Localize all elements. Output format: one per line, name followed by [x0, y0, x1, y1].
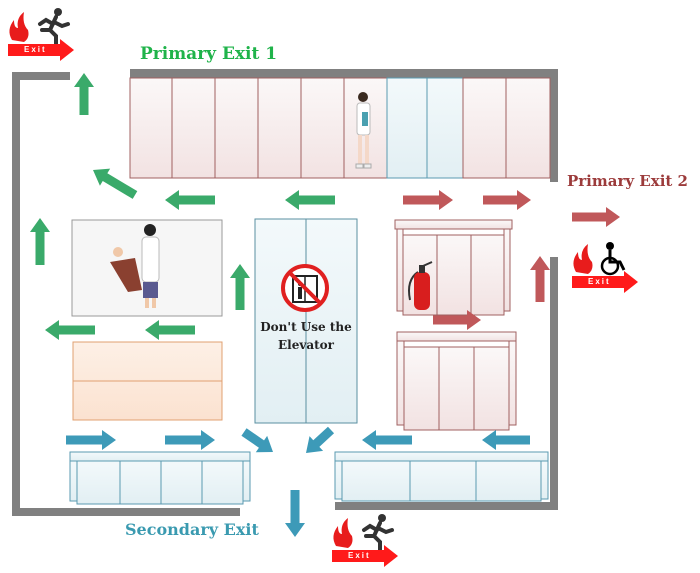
exit-sign-graphic: [332, 514, 398, 567]
fire-icon: [333, 518, 353, 548]
sofa-right: [334, 451, 549, 502]
primary-exit-1-label: Primary Exit 1: [140, 44, 278, 64]
walls: [12, 69, 558, 516]
exit-arrow-icon: [572, 271, 638, 293]
green-route-arrow: [145, 320, 195, 340]
red-route-arrow: [572, 207, 620, 227]
fire-icon: [573, 244, 593, 274]
exit-sign-bottom: Exit: [330, 512, 400, 568]
doctor-icon: [110, 224, 160, 308]
nurse-icon: [355, 92, 372, 169]
exit-sign-right: Exit: [570, 238, 640, 294]
top-cabinets: [129, 77, 551, 179]
exit-arrow-icon: [332, 545, 398, 567]
exit-sign-graphic: [572, 242, 638, 293]
green-route-arrow: [165, 190, 215, 210]
running-man-icon: [38, 8, 70, 46]
blue-route-arrow: [165, 430, 215, 450]
green-route-arrow: [230, 264, 250, 310]
blue-route-arrow: [241, 428, 273, 453]
elevator: [254, 218, 358, 424]
exit-sign-text: Exit: [348, 551, 371, 560]
green-route-arrow: [93, 168, 138, 199]
wheelchair-icon: [600, 242, 626, 276]
exit-sign-top-left: Exit: [6, 6, 76, 62]
doctor-room: [71, 219, 223, 317]
cabinet-unit-lower: [396, 331, 517, 431]
elevator-warning-line1: Don't Use the: [260, 320, 352, 334]
evacuation-arrows: [30, 73, 620, 537]
exit-sign-text: Exit: [588, 277, 611, 286]
green-route-arrow: [45, 320, 95, 340]
cabinet-unit-upper: [394, 219, 513, 316]
blue-route-arrow: [305, 426, 335, 454]
red-route-arrow: [433, 310, 481, 330]
exit-sign-text: Exit: [24, 45, 47, 54]
primary-exit-2-label: Primary Exit 2: [567, 172, 688, 190]
exit-arrow-icon: [8, 39, 74, 61]
fire-icon: [9, 12, 29, 42]
red-route-arrow: [403, 190, 453, 210]
red-route-arrow: [530, 256, 550, 302]
no-elevator-icon: [281, 264, 329, 312]
elevator-warning-line2: Elevator: [278, 338, 334, 352]
running-man-icon: [362, 514, 394, 552]
sofa-left: [69, 451, 251, 505]
blue-route-arrow: [66, 430, 116, 450]
secondary-exit-label: Secondary Exit: [125, 520, 259, 539]
blue-route-arrow: [362, 430, 412, 450]
green-route-arrow: [285, 190, 335, 210]
green-route-arrow: [30, 218, 50, 265]
green-route-arrow: [74, 73, 94, 115]
red-route-arrow: [483, 190, 531, 210]
fire-extinguisher-icon: [408, 261, 433, 310]
table: [72, 341, 223, 421]
blue-route-arrow: [482, 430, 530, 450]
blue-route-arrow: [285, 490, 305, 537]
exit-sign-graphic: [8, 8, 74, 61]
